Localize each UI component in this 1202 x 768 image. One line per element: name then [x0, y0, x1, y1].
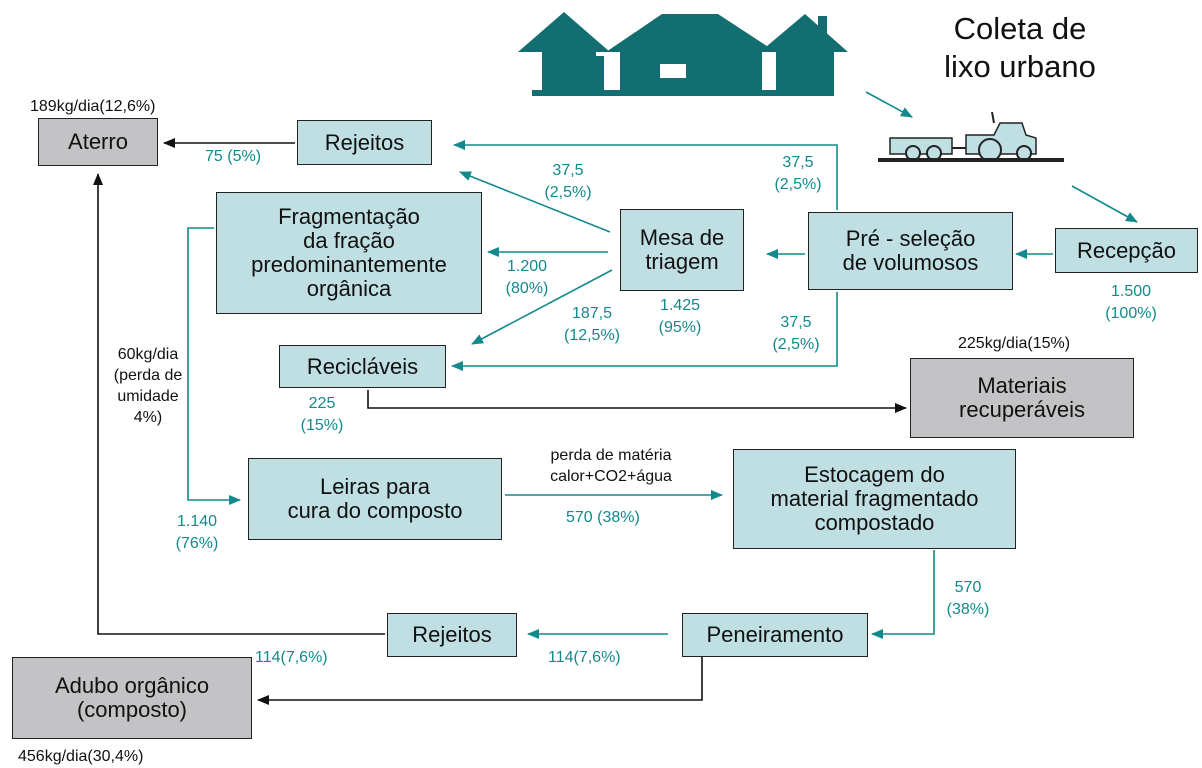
arrow-rejeitos-bottom-aterro — [93, 173, 385, 635]
arrow-mesa-rejeitos — [459, 171, 611, 233]
arrow-reciclaveis-materiais — [367, 390, 907, 413]
node-peneiramento: Peneiramento — [682, 613, 868, 657]
arrow-peneiramento-adubo — [257, 656, 703, 705]
node-adubo-organico: Adubo orgânico(composto) — [12, 657, 252, 739]
node-rejeitos-bottom: Rejeitos — [387, 613, 517, 657]
label-fragmentacao-leiras: 1.140 (76%) — [175, 513, 219, 552]
label-mesa-reciclaveis: 187,5 (12,5%) — [563, 305, 621, 344]
label-rejeitos-bottom-aterro: 114(7,6%) — [255, 649, 328, 666]
label-perda-umidade: 60kg/dia (perda de umidade 4%) — [113, 346, 183, 426]
node-rejeitos-top: Rejeitos — [297, 120, 432, 165]
label-pre-rejeitos: 37,5 (2,5%) — [774, 154, 822, 193]
node-aterro: Aterro — [38, 118, 158, 166]
label-mesa-fragmentacao: 1.200 (80%) — [505, 258, 549, 297]
arrow-trator-recepcao — [1071, 185, 1138, 223]
label-materiais-total: 225kg/dia(15%) — [958, 335, 1071, 352]
houses-icon — [518, 12, 848, 96]
arrow-fragmentacao-leiras — [187, 227, 241, 505]
tractor-trailer-icon — [878, 111, 1064, 162]
node-recepcao: Recepção — [1055, 228, 1198, 273]
label-peneiramento-rejeitos: 114(7,6%) — [548, 649, 621, 666]
node-reciclaveis: Recicláveis — [279, 345, 446, 388]
label-aterro-total: 189kg/dia(12,6%) — [30, 98, 156, 115]
arrow-estocagem-peneiramento — [871, 550, 935, 639]
label-adubo-total: 456kg/dia(30,4%) — [18, 748, 144, 765]
label-perda-materia: perda de matéria calor+CO2+água — [550, 447, 672, 485]
label-estocagem-peneiramento: 570 (38%) — [946, 579, 990, 618]
arrow-pre-reciclaveis — [451, 292, 838, 371]
label-rejeitos-aterro: 75 (5%) — [205, 148, 262, 165]
label-mesa-total: 1.425 (95%) — [658, 297, 702, 336]
label-pre-reciclaveis: 37,5 (2,5%) — [772, 314, 820, 353]
label-leiras-estocagem: 570 (38%) — [566, 509, 640, 526]
label-recepcao-total: 1.500 (100%) — [1105, 283, 1157, 322]
arrow-coleta-trator — [865, 91, 913, 118]
title-coleta-lixo: Coleta de lixo urbano — [944, 11, 1096, 84]
arrow-pre-rejeitos — [453, 140, 838, 210]
label-mesa-rejeitos: 37,5 (2,5%) — [544, 162, 592, 201]
label-reciclaveis-total: 225 (15%) — [300, 395, 344, 434]
arrow-mesa-reciclaveis — [471, 269, 613, 345]
